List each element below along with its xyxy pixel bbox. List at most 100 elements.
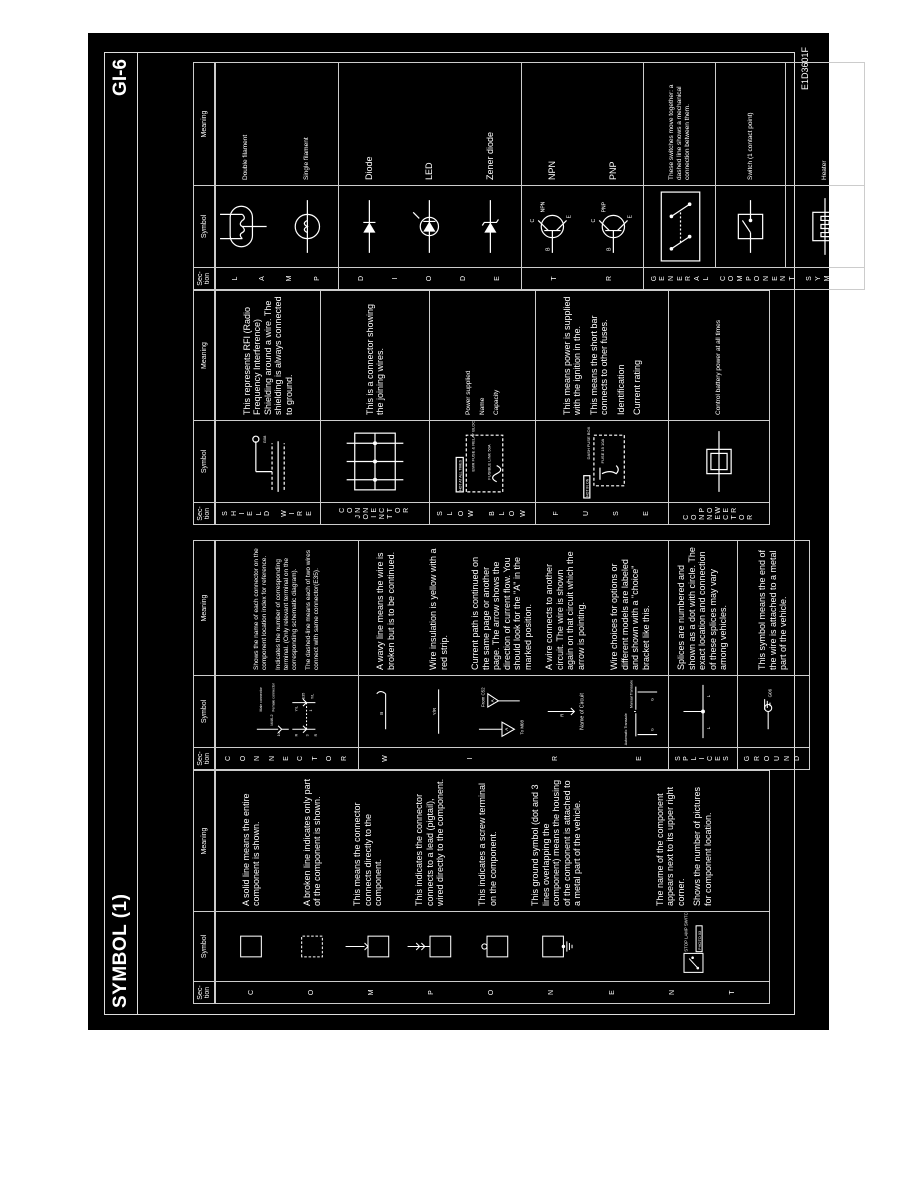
symbol-cell bbox=[644, 185, 716, 267]
meaning-cell: This indicates the connector connects to… bbox=[398, 771, 462, 911]
symbol-label: Automatic Transaxle bbox=[623, 713, 627, 745]
meaning-text: A wire connects to another circuit. The … bbox=[544, 551, 586, 670]
symbol-cell bbox=[399, 185, 460, 267]
header-meaning: Meaning bbox=[200, 827, 208, 855]
symbol-cell bbox=[716, 185, 786, 267]
led-icon bbox=[412, 200, 440, 253]
dashed-box-icon bbox=[301, 935, 323, 958]
symbol-cell bbox=[462, 911, 514, 981]
meaning-text: These switches move together: a dashed l… bbox=[667, 84, 691, 180]
table-row: This means the connector connects direct… bbox=[338, 771, 398, 981]
double-filament-icon bbox=[220, 205, 267, 248]
header-symbol: Symbol bbox=[194, 911, 214, 981]
header-symbol: Symbol bbox=[194, 675, 214, 747]
header-section: Sec-tion bbox=[194, 747, 214, 769]
table-row: G06 This symbol means the end of the wire… bbox=[737, 541, 809, 747]
meaning-cell: This means power is supplied with the ig… bbox=[536, 291, 668, 420]
symbol-label: 10 bbox=[277, 732, 281, 736]
page-number: GI-6 bbox=[110, 59, 131, 96]
symbol-cell bbox=[216, 911, 286, 981]
meaning-cell: Wire choices for options or different mo… bbox=[593, 541, 668, 675]
symbol-label: A bbox=[490, 699, 495, 702]
table-row: A broken line indicates only part of the… bbox=[286, 771, 338, 981]
table-row: Double filament bbox=[216, 63, 277, 267]
meaning-text: Name bbox=[478, 397, 486, 415]
table-row: Zener diode bbox=[460, 63, 521, 267]
meaning-text: Double filament bbox=[242, 134, 250, 180]
component-name-label: STOP LAMP SWITCH bbox=[683, 912, 688, 952]
meaning-text: The dashed-line means each of two wires … bbox=[305, 550, 320, 670]
meaning-text: Control battery power at all times bbox=[715, 319, 722, 415]
table-row: A solid line means the entire component … bbox=[216, 771, 286, 981]
power-connector-icon bbox=[706, 431, 732, 492]
symbol-label: E bbox=[566, 214, 572, 218]
symbol-cell: B bbox=[359, 675, 413, 747]
symbol-label: 3 bbox=[305, 734, 309, 736]
symbol-label: R bbox=[295, 733, 299, 736]
symbol-cell bbox=[321, 420, 429, 502]
connector-direct-icon bbox=[345, 935, 390, 958]
section-label: W I R E bbox=[359, 747, 668, 769]
single-filament-icon bbox=[294, 200, 320, 253]
header-section: Sec-tion bbox=[194, 267, 214, 289]
symbol-cell: G06 bbox=[737, 675, 809, 747]
symbol-label: Y/R bbox=[432, 708, 437, 715]
symbol-cell bbox=[286, 911, 338, 981]
meaning-text: A wavy line means the wire is broken but… bbox=[375, 551, 396, 670]
meaning-text: This symbol means the end of the wire is… bbox=[757, 549, 789, 670]
title-bar: SYMBOL (1) GI-6 bbox=[105, 53, 138, 1014]
symbol-label: G06 bbox=[767, 688, 772, 697]
symbol-label: L bbox=[706, 726, 711, 729]
table-row: This ground symbol (dot and 3 lines over… bbox=[513, 771, 599, 981]
symbol-label: FUSE 15 10A bbox=[600, 438, 605, 463]
header-section: Sec-tion bbox=[194, 502, 214, 524]
meaning-cell: These switches move together: a dashed l… bbox=[644, 63, 715, 185]
meaning-text: Zener diode bbox=[485, 131, 496, 180]
symbol-cell bbox=[276, 185, 338, 267]
symbol-cell bbox=[513, 911, 599, 981]
shield-wire-icon: G08 bbox=[252, 435, 285, 492]
joint-connector-icon bbox=[346, 432, 404, 491]
meaning-text: This means the short bar connects to oth… bbox=[588, 315, 610, 415]
meaning-cell: Single filament bbox=[277, 63, 338, 185]
meaning-cell: The name of the component appears next t… bbox=[599, 771, 769, 911]
meaning-cell: Switch (1 contact point) bbox=[716, 63, 785, 185]
symbol-label: FUSIBLE LINK 50A bbox=[487, 444, 492, 480]
header-meaning: Meaning bbox=[200, 594, 208, 622]
symbol-label: Y/L bbox=[295, 706, 299, 711]
splice-icon: LL bbox=[682, 684, 711, 739]
symbol-label: Y/L bbox=[311, 694, 315, 699]
table-row: This is a connector showing the joining … bbox=[321, 291, 429, 502]
meaning-cell: NPN bbox=[522, 63, 583, 185]
meaning-text: NPN bbox=[546, 160, 557, 180]
header-symbol: Symbol bbox=[194, 185, 214, 267]
pigtail-icon bbox=[407, 935, 452, 958]
